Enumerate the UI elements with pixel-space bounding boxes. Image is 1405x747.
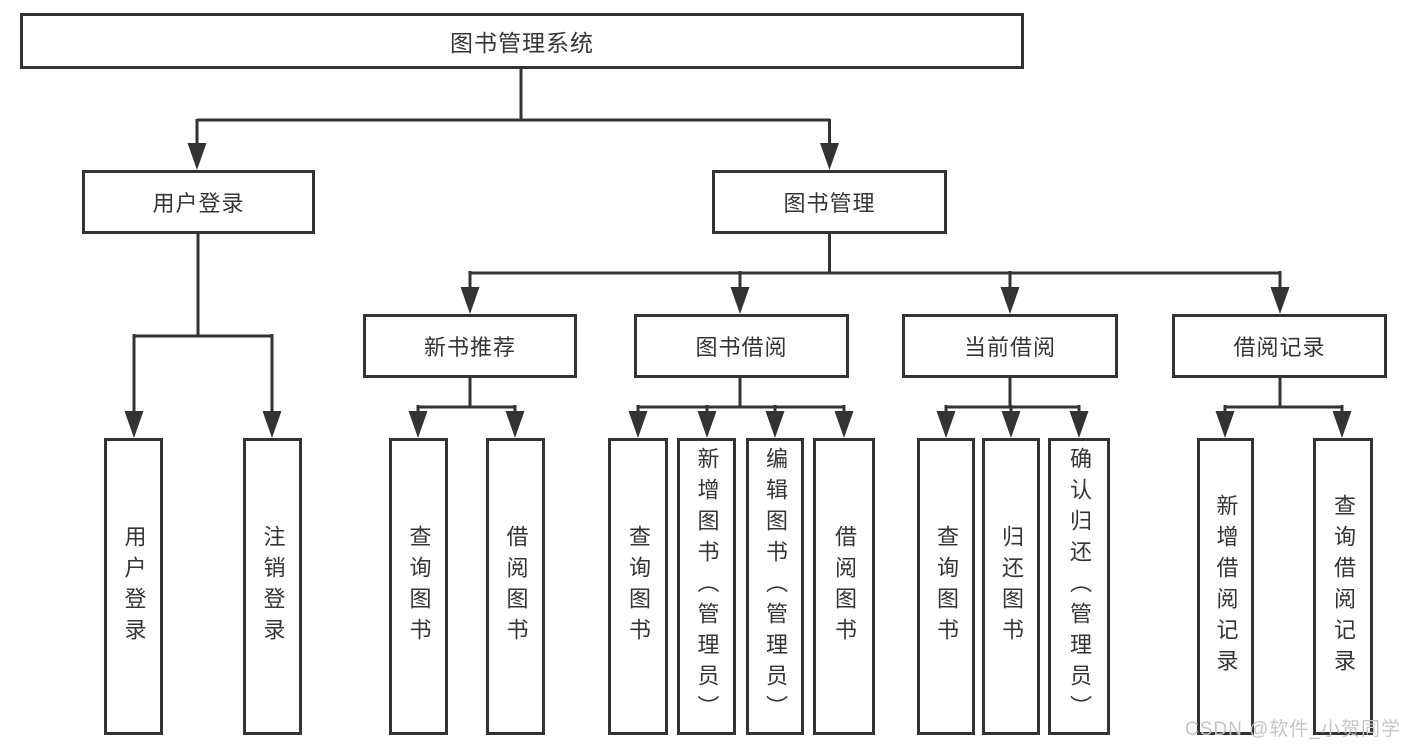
arrowhead-icon xyxy=(505,411,525,438)
leaf-label: 借阅图书 xyxy=(503,524,529,649)
leaf-newrec-borrow-book: 借阅图书 xyxy=(486,438,545,735)
node-borrow-records: 借阅记录 xyxy=(1172,314,1387,378)
arrowhead-icon xyxy=(765,411,785,438)
leaf-borrow-edit-book-admin: 编辑图书（管理员） xyxy=(746,438,804,735)
node-label: 借阅记录 xyxy=(1233,335,1326,360)
leaf-label: 新增图书（管理员） xyxy=(694,447,720,726)
leaf-newrec-query-book: 查询图书 xyxy=(389,438,448,735)
node-label: 新书推荐 xyxy=(423,335,516,360)
leaf-label: 归还图书 xyxy=(999,524,1024,649)
leaf-label: 查询图书 xyxy=(406,524,432,649)
node-current-borrow: 当前借阅 xyxy=(902,314,1118,378)
leaf-label: 编辑图书（管理员） xyxy=(763,447,788,726)
arrowhead-icon xyxy=(730,287,750,314)
leaf-label: 查询图书 xyxy=(934,524,959,649)
node-user-login: 用户登录 xyxy=(82,170,315,234)
node-library-system: 图书管理系统 xyxy=(20,13,1024,69)
arrowhead-icon xyxy=(1000,287,1020,314)
leaf-logout: 注销登录 xyxy=(243,438,302,735)
arrowhead-icon xyxy=(628,411,648,438)
arrowhead-icon xyxy=(460,287,480,314)
connector-path-group xyxy=(132,69,1344,418)
arrowhead-icon xyxy=(1001,411,1021,438)
arrowhead-icon xyxy=(820,143,839,170)
leaf-borrow-add-book-admin: 新增图书（管理员） xyxy=(677,438,736,735)
leaf-label: 借阅图书 xyxy=(832,524,857,649)
arrowhead-icon xyxy=(936,411,956,438)
leaf-current-confirm-return-admin: 确认归还（管理员） xyxy=(1048,438,1110,735)
node-label: 图书管理系统 xyxy=(450,30,594,56)
leaf-records-add-record: 新增借阅记录 xyxy=(1197,438,1254,735)
leaf-records-query-record: 查询借阅记录 xyxy=(1313,438,1373,735)
leaf-label: 查询图书 xyxy=(626,524,651,649)
node-label: 图书管理 xyxy=(783,191,876,216)
arrowhead-icon xyxy=(697,411,717,438)
leaf-label: 注销登录 xyxy=(260,524,286,649)
leaf-current-return-book: 归还图书 xyxy=(982,438,1040,735)
leaf-current-query-book: 查询图书 xyxy=(917,438,975,735)
arrowhead-icon xyxy=(1069,411,1089,438)
leaf-label: 查询借阅记录 xyxy=(1331,493,1356,680)
leaf-label: 用户登录 xyxy=(121,524,147,649)
csdn-watermark: CSDN @软件_小贺同学 xyxy=(1185,719,1401,740)
arrowhead-group xyxy=(124,143,1352,438)
arrowhead-icon xyxy=(1215,411,1235,438)
arrowhead-icon xyxy=(1332,411,1352,438)
arrowhead-icon xyxy=(124,411,144,438)
arrowhead-icon xyxy=(408,411,428,438)
arrowhead-icon xyxy=(187,143,207,170)
leaf-label: 新增借阅记录 xyxy=(1213,493,1239,680)
arrowhead-icon xyxy=(1270,287,1290,314)
node-book-management: 图书管理 xyxy=(712,170,947,234)
arrowhead-icon xyxy=(834,411,854,438)
leaf-borrow-query-book: 查询图书 xyxy=(608,438,668,735)
leaf-user-login: 用户登录 xyxy=(104,438,163,735)
node-label: 用户登录 xyxy=(152,191,245,216)
leaf-label: 确认归还（管理员） xyxy=(1067,447,1092,726)
node-book-borrow: 图书借阅 xyxy=(634,314,849,378)
node-label: 当前借阅 xyxy=(963,335,1056,360)
node-label: 图书借阅 xyxy=(695,335,788,360)
leaf-borrow-borrow-book: 借阅图书 xyxy=(813,438,875,735)
arrowhead-icon xyxy=(262,411,282,438)
node-new-book-recommend: 新书推荐 xyxy=(363,314,577,378)
